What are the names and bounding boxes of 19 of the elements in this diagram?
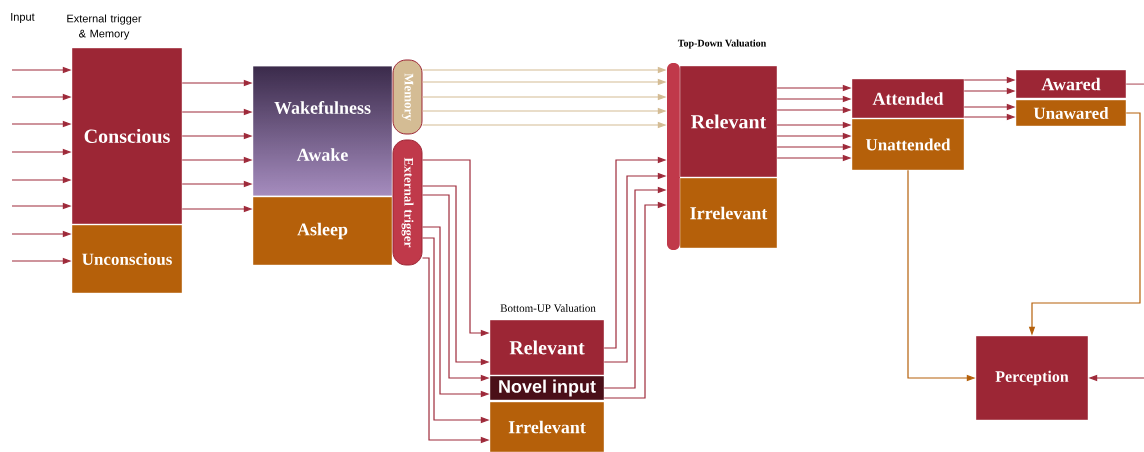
state-box: Unattended — [851, 118, 965, 171]
state-box: Conscious — [71, 47, 183, 225]
state-box: Novel input — [489, 375, 605, 401]
state-box: Wakefulness Awake — [252, 65, 393, 197]
state-box: Irrelevant — [489, 401, 605, 452]
state-box: Asleep — [252, 196, 393, 266]
state-box: Unconscious — [71, 224, 183, 294]
state-box: Perception — [975, 335, 1089, 421]
state-box: Relevant — [489, 319, 605, 376]
state-box: Irrelevant — [679, 177, 778, 249]
heading: Top-Down Valuation — [677, 39, 767, 49]
state-box: Awared — [1015, 69, 1127, 99]
state-box: Attended — [851, 78, 965, 119]
state-box: Relevant — [679, 65, 778, 178]
state-box: Unawared — [1015, 99, 1127, 127]
rotated-label-box: External trigger — [392, 139, 423, 266]
line — [1125, 83, 1144, 85]
heading: Input — [11, 13, 35, 23]
rotated-label-box: Memory — [392, 59, 423, 135]
